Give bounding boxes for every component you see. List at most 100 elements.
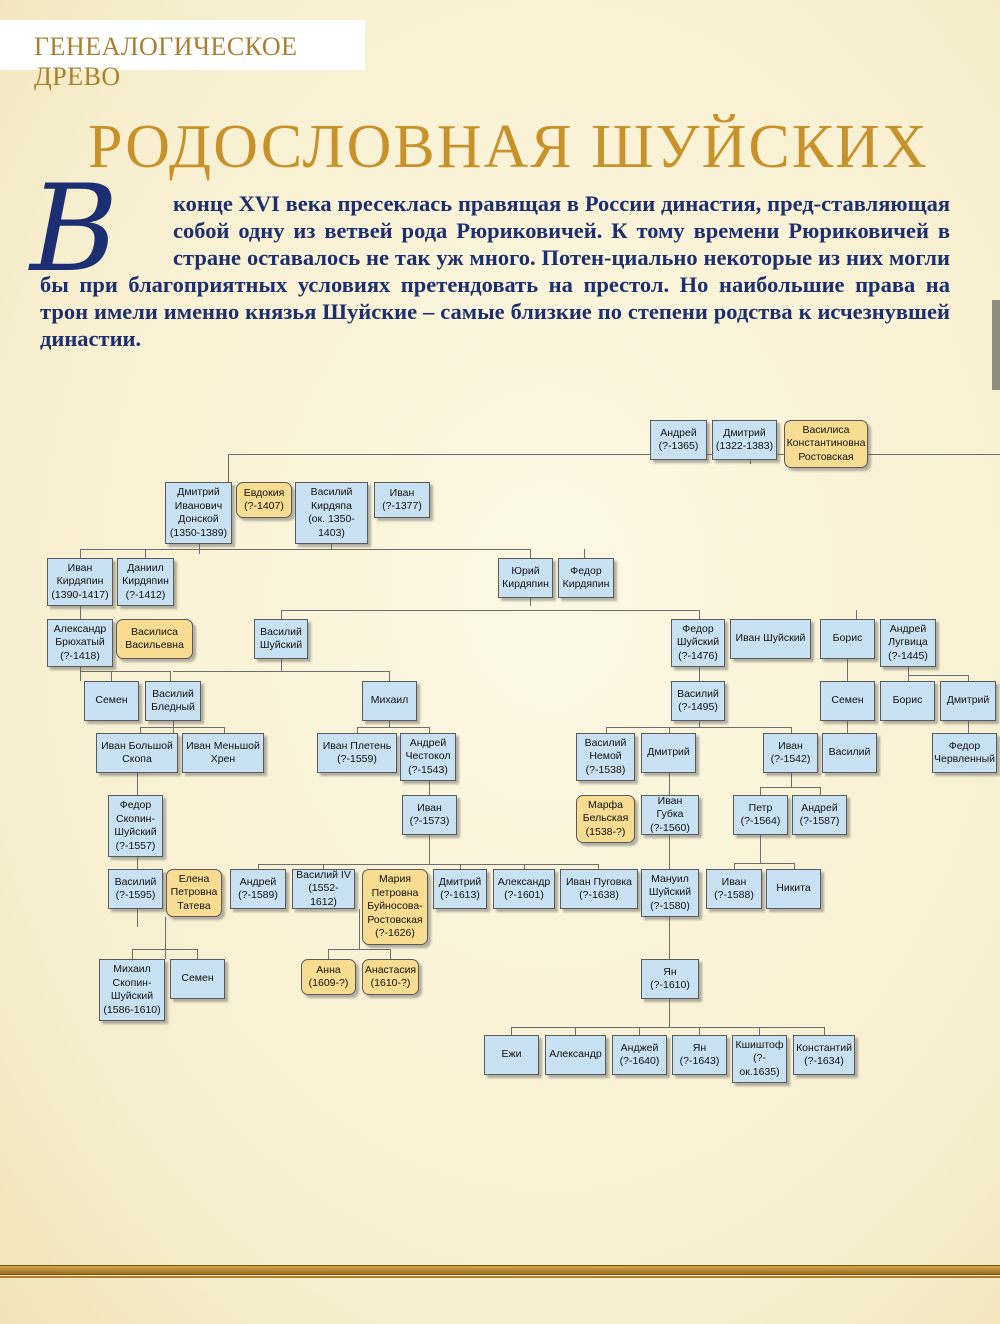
intro-paragraph: конце XVI века пресеклась правящая в Рос… xyxy=(40,190,950,352)
connector-line xyxy=(791,773,792,787)
connector-line xyxy=(669,773,670,795)
male-person-node: Андрей Лугвица (?-1445) xyxy=(880,619,936,667)
male-person-node: Иван (?-1573) xyxy=(402,795,457,835)
male-person-node: Иван Губка (?-1560) xyxy=(641,795,699,835)
connector-line xyxy=(824,1027,825,1035)
male-person-node: Федор Скопин- Шуйский (?-1557) xyxy=(108,795,163,857)
connector-line xyxy=(323,864,324,869)
male-person-node: Кшиштоф (?- ок.1635) xyxy=(732,1035,787,1083)
male-person-node: Иван (?-1588) xyxy=(706,869,762,909)
bottom-ornament-ribbon xyxy=(0,1265,1000,1275)
connector-line xyxy=(224,727,225,733)
male-person-node: Иван Плетень (?-1559) xyxy=(317,733,397,773)
connector-line xyxy=(328,949,390,950)
connector-line xyxy=(669,999,670,1027)
male-person-node: Михаил Скопин- Шуйский (1586-1610) xyxy=(99,959,165,1021)
male-person-node: Дмитрий xyxy=(641,733,696,773)
male-person-node: Дмитрий (?-1613) xyxy=(433,869,487,909)
connector-line xyxy=(606,727,791,728)
male-person-node: Юрий Кирдяпин xyxy=(498,558,553,598)
male-person-node: Семен xyxy=(84,681,139,721)
connector-line xyxy=(524,864,525,869)
connector-line xyxy=(908,667,909,675)
connector-line xyxy=(908,675,909,681)
connector-line xyxy=(530,549,531,558)
male-person-node: Константий (?-1634) xyxy=(793,1035,855,1075)
male-person-node: Андрей Честокол (?-1543) xyxy=(400,733,456,781)
connector-line xyxy=(734,863,794,864)
connector-line xyxy=(145,549,146,558)
connector-line xyxy=(137,773,138,795)
male-person-node: Семен xyxy=(820,681,875,721)
male-person-node: Иван Меньшой Хрен xyxy=(182,733,264,773)
male-person-node: Иван Большой Скопа xyxy=(96,733,178,773)
intro-text: конце XVI века пресеклась правящая в Рос… xyxy=(40,191,950,351)
connector-line xyxy=(699,1027,700,1035)
connector-line xyxy=(137,917,138,927)
male-person-node: Иван Пуговка (?-1638) xyxy=(560,869,638,909)
connector-line xyxy=(820,787,821,795)
male-person-node: Василий Немой (?-1538) xyxy=(576,733,635,781)
male-person-node: Андрей (?-1587) xyxy=(792,795,847,835)
connector-line xyxy=(669,727,670,733)
male-person-node: Петр (?-1564) xyxy=(733,795,788,835)
connector-line xyxy=(760,787,820,788)
connector-line xyxy=(639,1027,640,1035)
connector-line xyxy=(359,909,360,949)
connector-line xyxy=(258,864,598,865)
male-person-node: Ежи xyxy=(484,1035,539,1075)
male-person-node: Василий (?-1495) xyxy=(671,681,725,721)
connector-line xyxy=(140,727,141,733)
connector-line xyxy=(281,659,282,671)
connector-line xyxy=(140,727,224,728)
connector-line xyxy=(699,610,700,619)
bottom-ornament-line xyxy=(0,1276,1000,1278)
male-person-node: Ян (?-1610) xyxy=(641,959,699,999)
male-person-node: Иван Кирдяпин (1390-1417) xyxy=(47,558,113,606)
connector-line xyxy=(511,1027,512,1035)
connector-line xyxy=(760,787,761,795)
page-title: РОДОСЛОВНАЯ ШУЙСКИХ xyxy=(88,113,929,181)
connector-line xyxy=(847,659,848,681)
connector-line xyxy=(170,671,171,681)
connector-line xyxy=(968,675,969,681)
male-person-node: Борис xyxy=(880,681,935,721)
female-person-node: Марфа Бельская (1538-?) xyxy=(576,795,635,843)
connector-line xyxy=(575,1027,576,1035)
connector-line xyxy=(908,675,968,676)
connector-line xyxy=(968,721,969,733)
male-person-node: Даниил Кирдяпин (?-1412) xyxy=(117,558,174,606)
connector-line xyxy=(856,610,857,619)
connector-line xyxy=(791,727,792,733)
male-person-node: Семен xyxy=(170,959,225,999)
drop-cap: В xyxy=(30,160,119,299)
connector-line xyxy=(390,949,391,959)
male-person-node: Василий (?-1595) xyxy=(108,869,163,909)
connector-line xyxy=(389,721,390,727)
section-header-label: ГЕНЕАЛОГИЧЕСКОЕ ДРЕВО xyxy=(34,32,298,91)
female-person-node: Василиса Константиновна Ростовская xyxy=(784,420,868,468)
connector-line xyxy=(699,667,700,681)
male-person-node: Василий Бледный xyxy=(145,681,201,721)
female-person-node: Василиса Васильевна xyxy=(116,619,193,659)
page-edge-decoration xyxy=(992,300,1000,390)
male-person-node: Дмитрий (1322-1383) xyxy=(712,420,777,460)
connector-line xyxy=(357,727,429,728)
male-person-node: Федор Червленный xyxy=(932,733,997,773)
connector-line xyxy=(794,863,795,869)
connector-line xyxy=(460,864,461,869)
female-person-node: Анна (1609-?) xyxy=(301,959,356,995)
male-person-node: Андрей (?-1589) xyxy=(230,869,286,909)
connector-line xyxy=(669,917,670,959)
connector-line xyxy=(429,727,430,733)
connector-line xyxy=(173,671,389,672)
male-person-node: Борис xyxy=(820,619,875,659)
connector-line xyxy=(80,671,170,672)
male-person-node: Анджей (?-1640) xyxy=(612,1035,667,1075)
female-person-node: Анастасия (1610-?) xyxy=(362,959,419,995)
connector-line xyxy=(281,610,282,619)
connector-line xyxy=(111,671,112,681)
connector-line xyxy=(429,835,430,864)
connector-line xyxy=(281,610,699,611)
